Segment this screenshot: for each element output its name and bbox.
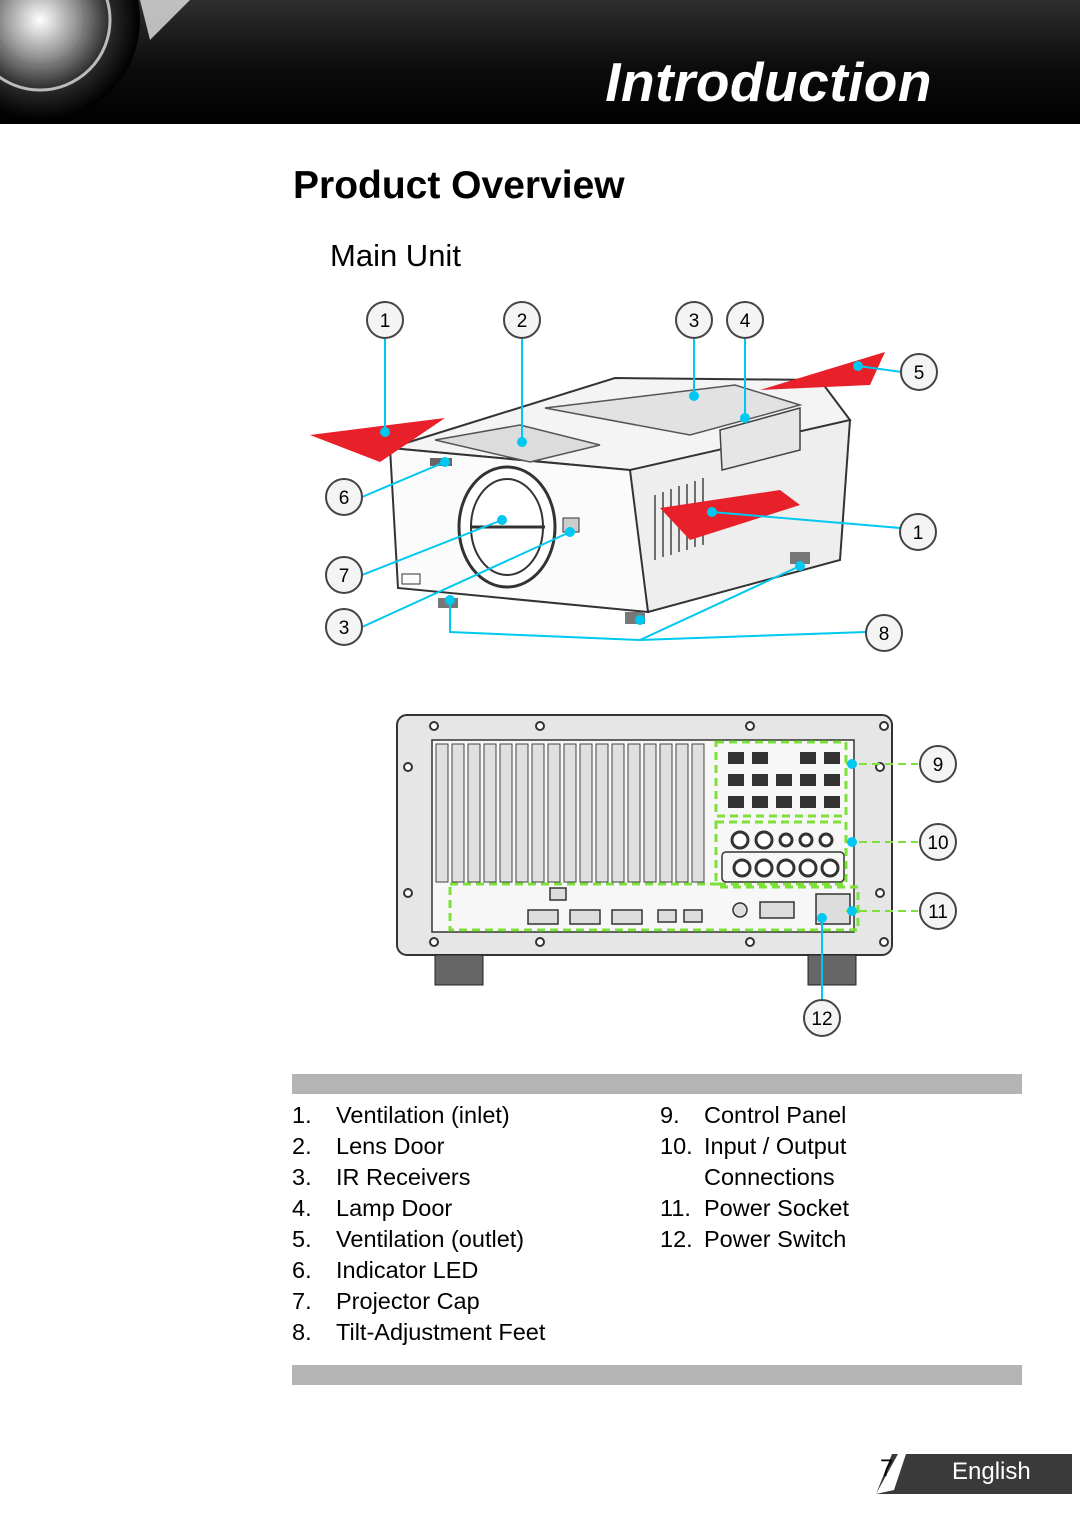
- table-divider-bottom: [292, 1365, 1022, 1385]
- list-item: 4.Lamp Door: [292, 1195, 453, 1221]
- lens-icon: [0, 0, 190, 120]
- header-banner: [0, 0, 1080, 124]
- svg-text:3: 3: [339, 618, 350, 639]
- svg-text:10: 10: [927, 833, 948, 854]
- list-item: 12.Power Switch: [660, 1226, 847, 1252]
- svg-text:5: 5: [914, 363, 925, 384]
- callout-label: 4: [726, 301, 764, 339]
- list-item: 7.Projector Cap: [292, 1288, 480, 1314]
- list-item: 3.IR Receivers: [292, 1164, 471, 1190]
- section-title: Product Overview: [293, 164, 625, 207]
- list-item: 11.Power Socket: [660, 1195, 849, 1221]
- callouts-front: 1 2 3 4 5 6 7 3 1 8: [325, 301, 938, 652]
- svg-text:9: 9: [933, 755, 944, 776]
- projector-front-illustration: [310, 352, 885, 624]
- list-item: Connections: [704, 1164, 835, 1190]
- table-divider-top: [292, 1074, 1022, 1094]
- callout-label: 5: [900, 353, 938, 391]
- callout-label: 1: [899, 513, 937, 551]
- list-item: 8.Tilt-Adjustment Feet: [292, 1319, 546, 1345]
- svg-text:4: 4: [740, 311, 751, 332]
- language-label: English: [952, 1458, 1031, 1485]
- parts-list-right: 9.Control Panel 10.Input / Output Connec…: [660, 1100, 849, 1255]
- callout-label: 7: [325, 556, 363, 594]
- callout-label: 10: [919, 823, 957, 861]
- list-item: 2.Lens Door: [292, 1133, 445, 1159]
- svg-text:12: 12: [811, 1009, 832, 1030]
- callouts-rear: 9 10 11 12: [803, 745, 957, 1037]
- list-item: 6.Indicator LED: [292, 1257, 479, 1283]
- callout-label: 3: [325, 608, 363, 646]
- list-item: 10.Input / Output: [660, 1133, 847, 1159]
- callout-label: 2: [503, 301, 541, 339]
- callout-label: 3: [675, 301, 713, 339]
- parts-list-left: 1.Ventilation (inlet) 2.Lens Door 3.IR R…: [292, 1100, 545, 1348]
- callout-label: 8: [865, 614, 903, 652]
- banner-title: Introduction: [605, 51, 932, 113]
- subsection-title: Main Unit: [330, 238, 461, 273]
- svg-text:11: 11: [928, 902, 948, 923]
- svg-text:7: 7: [339, 566, 350, 587]
- list-item: 5.Ventilation (outlet): [292, 1226, 525, 1252]
- callout-label: 6: [325, 478, 363, 516]
- svg-text:2: 2: [517, 311, 528, 332]
- svg-text:1: 1: [380, 311, 391, 332]
- svg-text:1: 1: [913, 523, 924, 544]
- callout-label: 12: [803, 999, 841, 1037]
- callout-label: 11: [919, 892, 957, 930]
- callout-label: 1: [366, 301, 404, 339]
- callout-label: 9: [919, 745, 957, 783]
- svg-text:8: 8: [879, 624, 890, 645]
- list-item: 1.Ventilation (inlet): [292, 1102, 510, 1128]
- list-item: 9.Control Panel: [660, 1102, 847, 1128]
- svg-text:6: 6: [339, 488, 350, 509]
- product-diagram: 1 2 3 4 5 6 7 3 1 8: [310, 301, 957, 1037]
- footer-tab: [876, 1454, 1072, 1494]
- svg-text:3: 3: [689, 311, 700, 332]
- projector-rear-illustration: [396, 714, 918, 986]
- page-number: 7: [880, 1455, 894, 1482]
